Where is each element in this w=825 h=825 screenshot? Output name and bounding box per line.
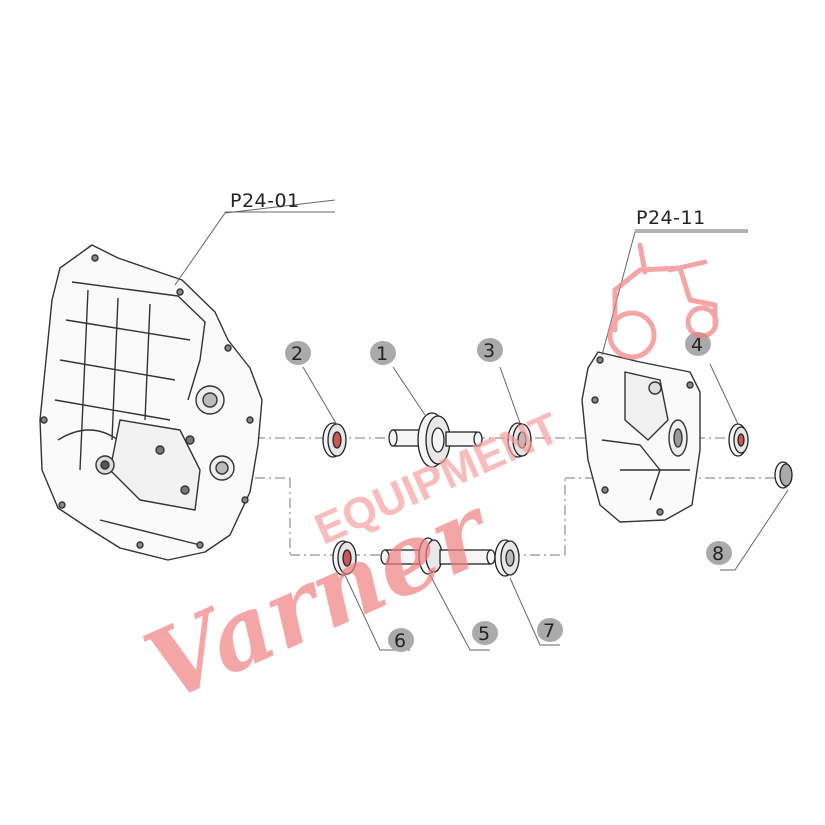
- callout-number: 7: [543, 620, 555, 642]
- plug-part-8: [774, 461, 793, 489]
- callout-5: 5: [472, 621, 498, 645]
- left-housing: [39, 244, 263, 561]
- ref-label-right-cover: P24-11: [636, 207, 706, 229]
- callout-number: 2: [291, 343, 303, 365]
- bearing-part-7: [494, 539, 520, 577]
- callout-7: 7: [537, 618, 563, 642]
- callout-number: 5: [478, 623, 490, 645]
- callout-number: 1: [376, 343, 388, 365]
- reference-labels: P24-01 P24-11: [225, 190, 748, 231]
- bearing-part-6: [332, 540, 357, 576]
- callout-number: 6: [394, 630, 406, 652]
- bearing-part-2: [322, 422, 347, 458]
- callout-2: 2: [285, 341, 311, 365]
- shaft-part-1: [388, 412, 483, 468]
- callout-number: 8: [712, 543, 724, 565]
- right-cover: [581, 351, 701, 523]
- callout-1: 1: [370, 341, 396, 365]
- bearing-part-3: [507, 422, 532, 458]
- ref-label-left-housing: P24-01: [230, 190, 300, 212]
- shaft-part-5: [380, 537, 496, 575]
- callout-number: 3: [483, 340, 495, 362]
- tractor-logo-icon: [607, 242, 719, 360]
- callout-3: 3: [477, 338, 503, 362]
- seal-part-4: [728, 423, 749, 457]
- callout-6: 6: [388, 628, 414, 652]
- callout-number: 4: [691, 334, 703, 356]
- callout-8: 8: [706, 541, 732, 565]
